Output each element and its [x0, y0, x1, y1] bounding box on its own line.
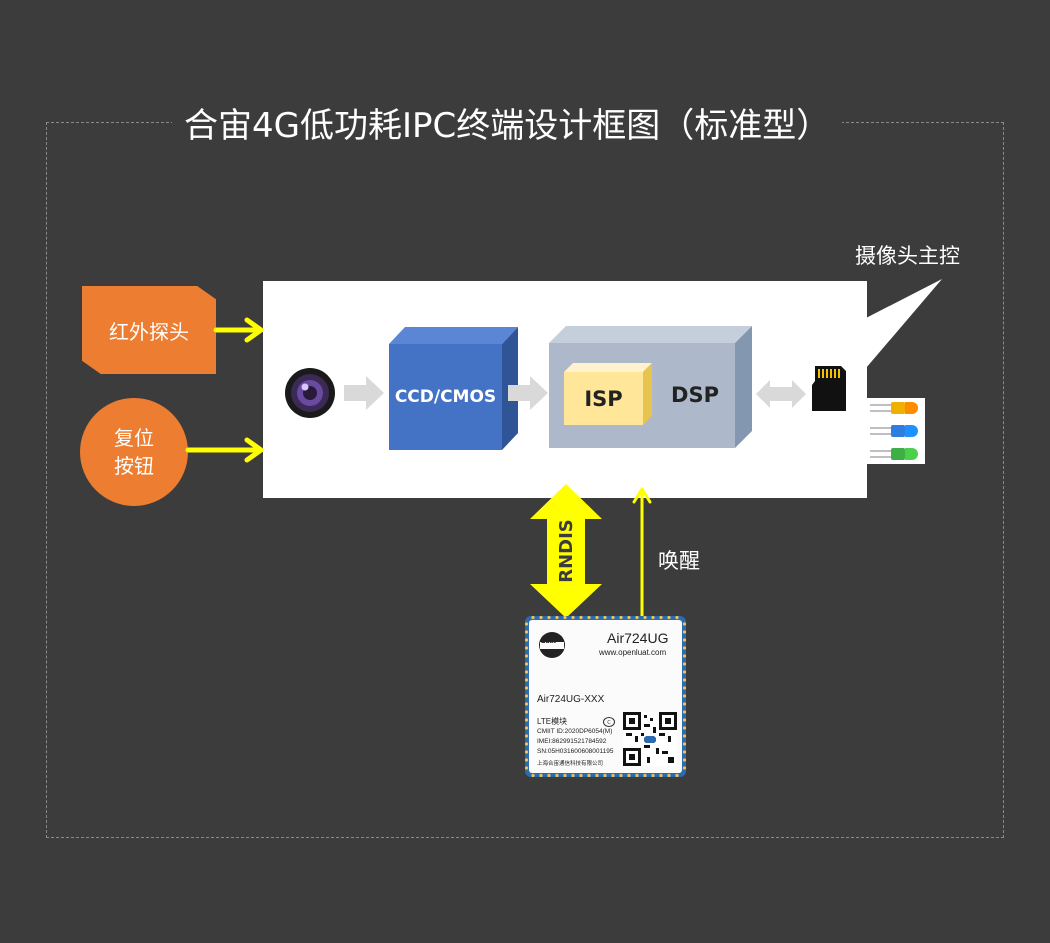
- module-type: LTE模块: [537, 717, 568, 726]
- camera-lens-icon: [285, 368, 335, 418]
- diagram-title: 合宙4G低功耗IPC终端设计框图（标准型）: [172, 100, 843, 152]
- camera-controller-label: 摄像头主控: [855, 244, 960, 268]
- module-name: Air724UG: [607, 630, 669, 646]
- reset-button-label-line1: 复位: [114, 426, 154, 450]
- led-green-icon: [870, 448, 918, 460]
- lens-to-sensor-arrow: [344, 376, 384, 410]
- ir-input-arrow: [213, 317, 264, 343]
- module-cmiit: CMIIT ID:2020DP6054(M): [537, 728, 613, 735]
- rndis-label: RNDIS: [555, 519, 577, 583]
- led-orange-icon: [870, 402, 918, 414]
- module-model: Air724UG-XXX: [537, 694, 605, 705]
- air724ug-module: Luat Air724UG www.openluat.com Air724UG-…: [525, 616, 686, 777]
- reset-input-arrow: [185, 437, 264, 463]
- reset-button-label-line2: 按钮: [114, 454, 154, 478]
- module-company: 上海合宙通信科技有限公司: [537, 761, 604, 767]
- dsp-label: DSP: [671, 383, 719, 407]
- module-label-area: Luat Air724UG www.openluat.com Air724UG-…: [529, 620, 682, 773]
- module-imei: IMEI:862991521784592: [537, 738, 607, 745]
- ir-sensor-box: 红外探头: [82, 286, 216, 374]
- qr-code-icon: [623, 712, 677, 766]
- dsp-sd-arrow: [756, 380, 806, 408]
- luat-logo-icon: [539, 632, 565, 658]
- ccc-mark-icon: C: [603, 717, 615, 727]
- sensor-label: CCD/CMOS: [394, 387, 497, 407]
- sensor-to-dsp-arrow: [508, 376, 548, 410]
- isp-block: [564, 363, 652, 425]
- isp-label: ISP: [584, 386, 623, 411]
- rndis-arrow: [530, 484, 602, 618]
- ir-sensor-label: 红外探头: [109, 319, 189, 344]
- module-sn: SN:05H031600608001195: [537, 748, 614, 755]
- callout-pointer: [866, 279, 942, 368]
- reset-button-circle: 复位 按钮: [80, 398, 188, 506]
- sd-card-icon: [812, 366, 846, 411]
- luat-logo-text: Luat: [541, 638, 556, 645]
- led-blue-icon: [870, 425, 918, 437]
- svg-text:C: C: [607, 720, 611, 726]
- module-website: www.openluat.com: [599, 648, 667, 657]
- wake-arrow: [632, 487, 652, 618]
- wake-label: 唤醒: [658, 549, 700, 573]
